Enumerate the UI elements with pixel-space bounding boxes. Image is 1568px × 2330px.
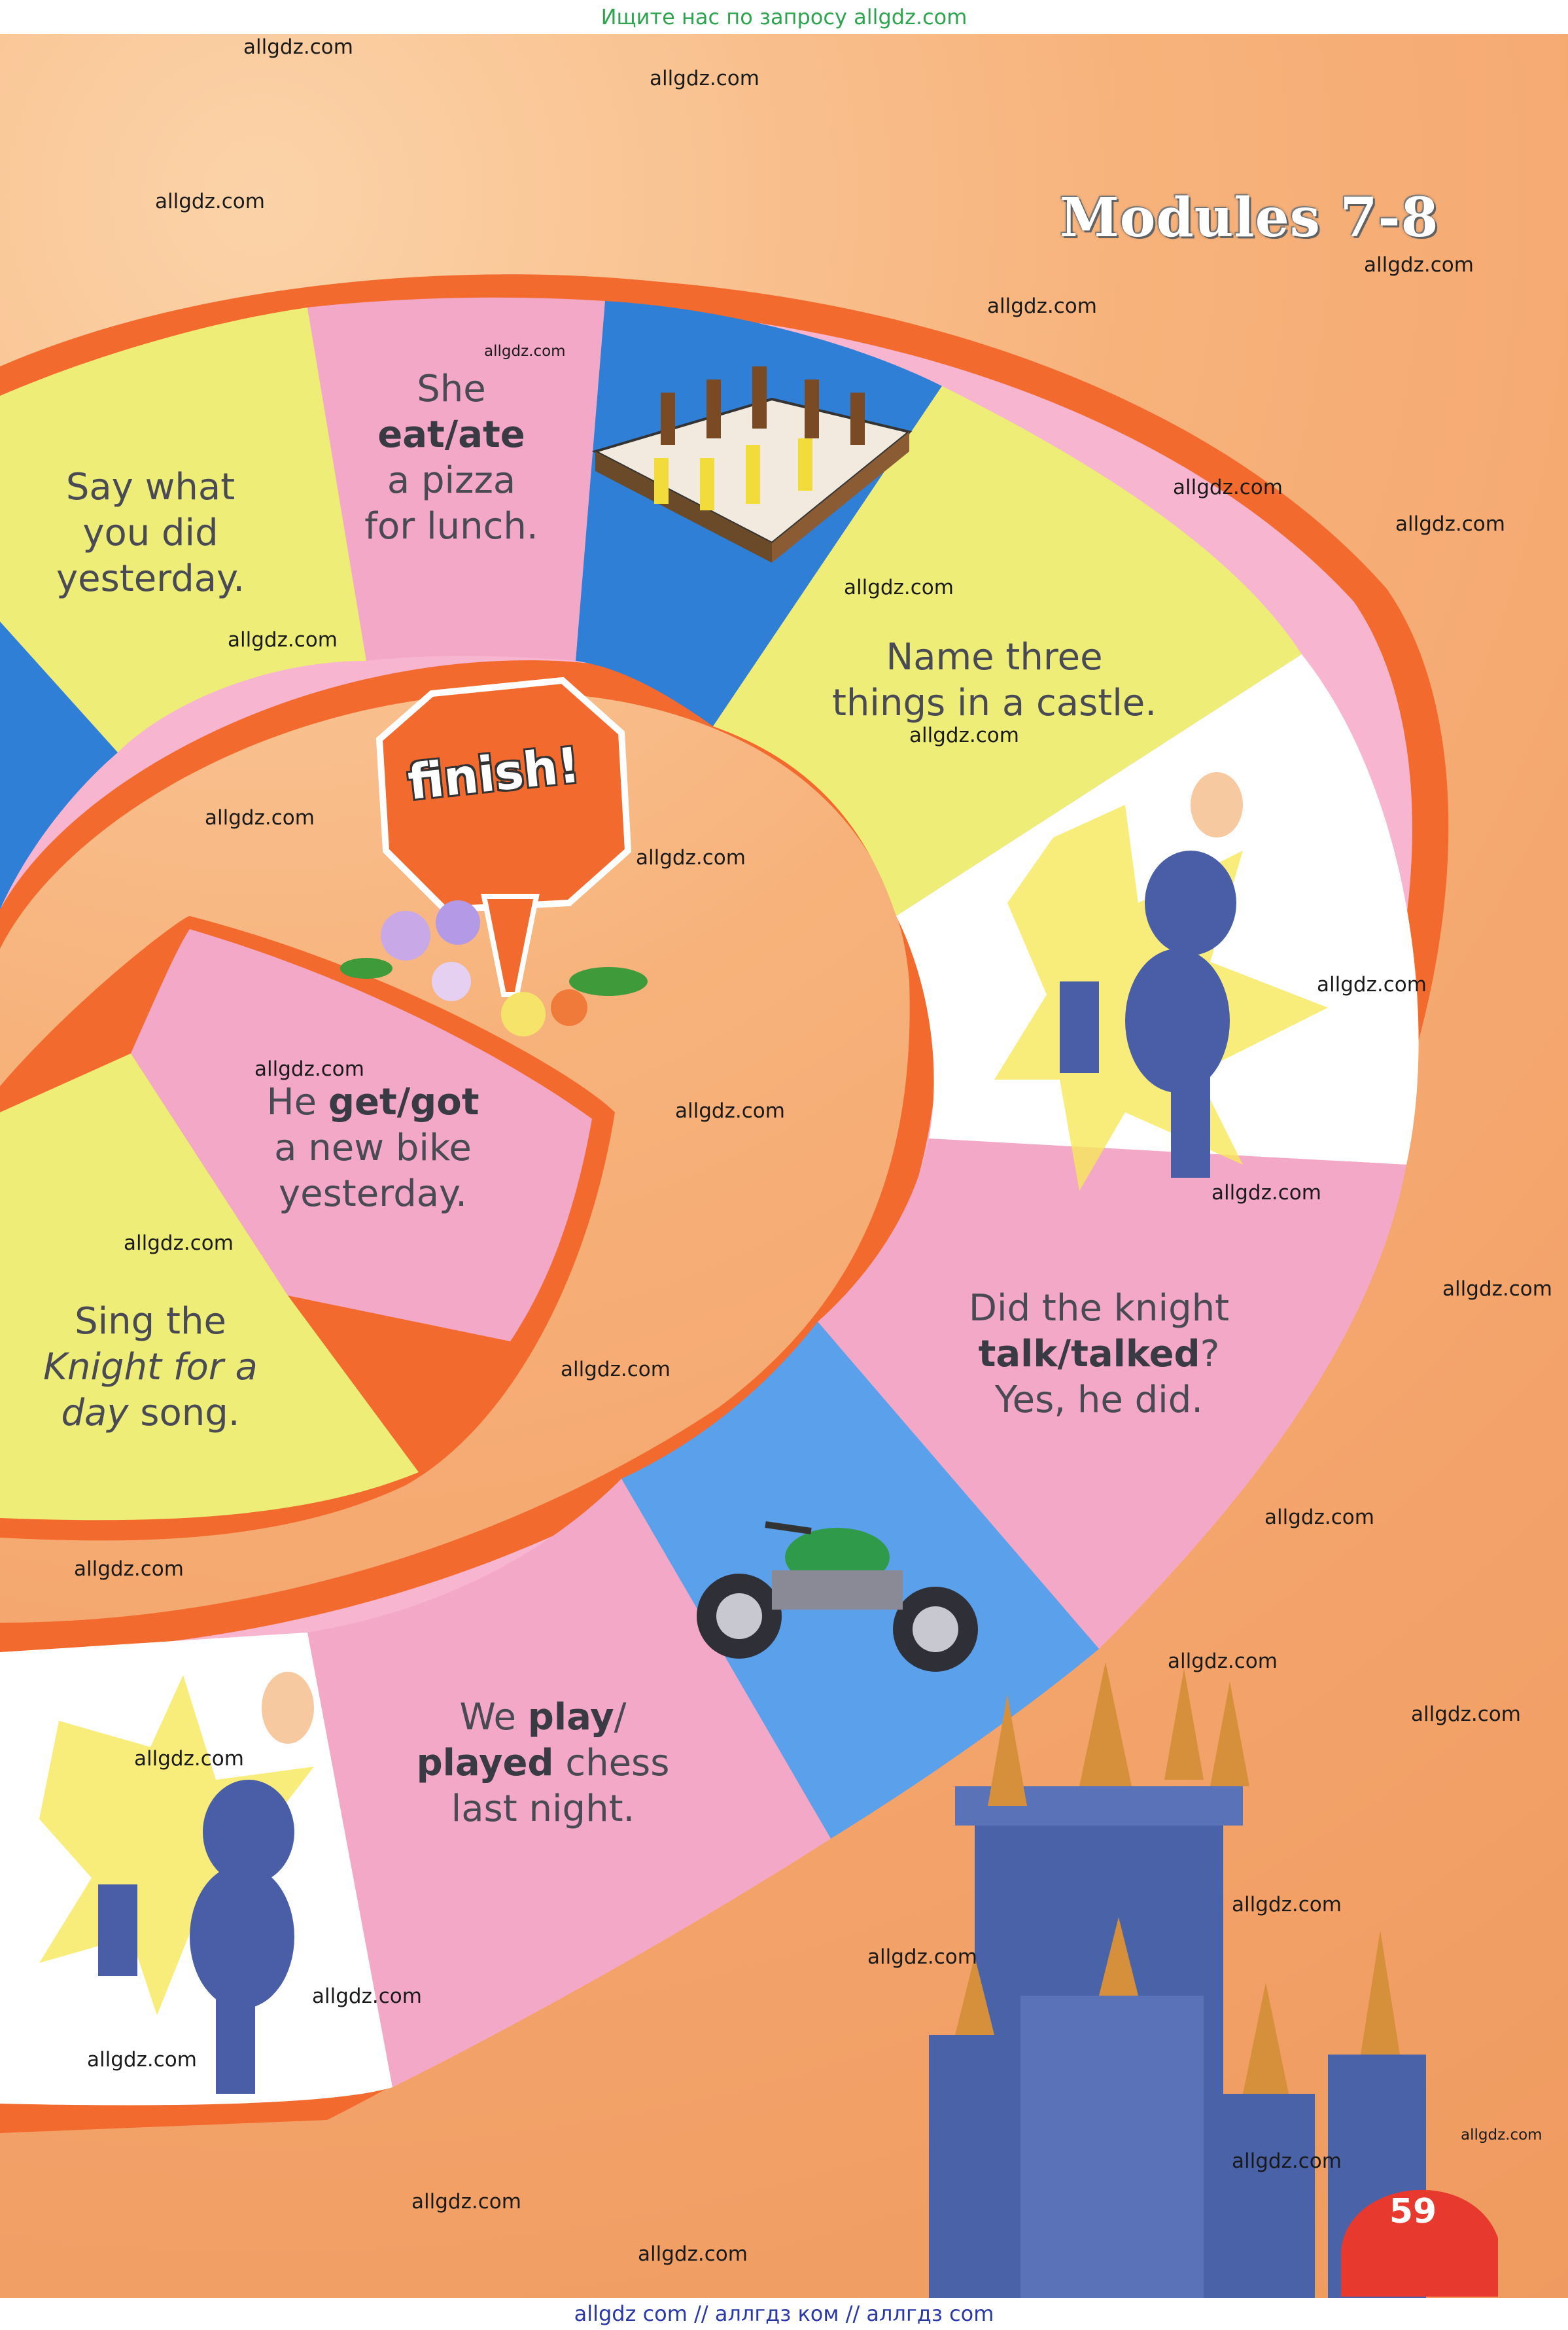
square-castle bbox=[713, 386, 1302, 916]
watermark: allgdz.com bbox=[74, 1557, 184, 1581]
text-line: yesterday. bbox=[56, 557, 245, 600]
watermark: allgdz.com bbox=[638, 2242, 748, 2266]
verb-choice: talk/talked bbox=[978, 1333, 1200, 1375]
watermark: allgdz.com bbox=[650, 67, 759, 90]
text-line: yesterday. bbox=[278, 1173, 468, 1215]
watermark: allgdz.com bbox=[228, 628, 338, 652]
square-she-ate bbox=[307, 297, 605, 662]
square-say-what bbox=[0, 308, 366, 752]
text-part: / bbox=[614, 1696, 627, 1739]
text-part: He bbox=[266, 1081, 328, 1123]
song-title: Knight for a bbox=[43, 1346, 258, 1388]
text-line: Sing the bbox=[75, 1300, 226, 1343]
watermark: allgdz.com bbox=[987, 294, 1097, 318]
watermark: allgdz.com bbox=[1211, 1181, 1321, 1205]
square-say-what-text: Say what you did yesterday. bbox=[39, 465, 262, 602]
watermark: allgdz.com bbox=[561, 1358, 671, 1381]
watermark: allgdz.com bbox=[636, 846, 746, 870]
watermark: allgdz.com bbox=[1168, 1650, 1278, 1673]
watermark: allgdz.com bbox=[1232, 1893, 1342, 1916]
text-line: last night. bbox=[451, 1788, 635, 1830]
square-castle-text: Name three things in a castle. bbox=[811, 635, 1177, 726]
watermark: allgdz.com bbox=[312, 1985, 422, 2008]
bottom-banner[interactable]: allgdz com // аллгдз ком // аллгдз com bbox=[0, 2298, 1568, 2330]
text-line: Did the knight bbox=[968, 1287, 1230, 1330]
square-she-ate-text: She eat/ate a pizza for lunch. bbox=[353, 366, 549, 550]
text-line: Yes, he did. bbox=[994, 1379, 1204, 1421]
text-line: things in a castle. bbox=[831, 682, 1157, 724]
square-sing-text: Sing the Knight for a day song. bbox=[33, 1299, 268, 1436]
text-line: for lunch. bbox=[364, 505, 538, 548]
text-line: you did bbox=[82, 512, 218, 554]
text-part: chess bbox=[553, 1742, 670, 1784]
watermark: allgdz.com bbox=[155, 190, 265, 213]
watermark: allgdz.com bbox=[844, 576, 954, 599]
watermark: allgdz.com bbox=[909, 724, 1019, 747]
motorbike-illustration bbox=[697, 1521, 978, 1672]
square-he-got-text: He get/got a new bike yesterday. bbox=[242, 1080, 504, 1217]
square-blue-left bbox=[0, 622, 118, 909]
text-line: She bbox=[417, 368, 486, 410]
song-title: day bbox=[61, 1392, 129, 1434]
watermark: allgdz.com bbox=[124, 1231, 234, 1255]
watermark: allgdz.com bbox=[1395, 512, 1505, 536]
castle-illustration bbox=[929, 1662, 1426, 2329]
top-banner[interactable]: Ищите нас по запросу allgdz.com bbox=[0, 0, 1568, 34]
verb-choice: play bbox=[527, 1696, 614, 1739]
watermark: allgdz.com bbox=[1264, 1506, 1374, 1529]
text-line: Name three bbox=[886, 636, 1103, 679]
watermark: allgdz.com bbox=[243, 35, 353, 59]
watermark: allgdz.com bbox=[411, 2190, 521, 2214]
watermark: allgdz.com bbox=[484, 343, 566, 360]
watermark: allgdz.com bbox=[1232, 2149, 1342, 2173]
knight-illustration-1 bbox=[994, 772, 1328, 1191]
page-number-badge bbox=[1341, 2189, 1498, 2297]
square-we-play-text: We play/ played chess last night. bbox=[406, 1695, 680, 1832]
watermark: allgdz.com bbox=[87, 2048, 197, 2072]
flowers-illustration bbox=[340, 900, 648, 1036]
square-he-got bbox=[131, 929, 592, 1341]
text-line: Say what bbox=[65, 466, 235, 508]
verb-choice: get/got bbox=[328, 1081, 479, 1123]
watermark: allgdz.com bbox=[134, 1747, 244, 1771]
knight-illustration-2 bbox=[39, 1672, 314, 2094]
square-knight-talk-text: Did the knight talk/talked? Yes, he did. bbox=[935, 1286, 1263, 1423]
watermark: allgdz.com bbox=[1173, 476, 1283, 499]
watermark: allgdz.com bbox=[205, 806, 315, 830]
watermark: allgdz.com bbox=[1364, 253, 1474, 277]
verb-choice: played bbox=[416, 1742, 554, 1784]
watermark: allgdz.com bbox=[867, 1945, 977, 1969]
chess-board-illustration bbox=[591, 366, 913, 563]
watermark: allgdz.com bbox=[254, 1057, 364, 1081]
page-number: 59 bbox=[1389, 2192, 1437, 2231]
watermark: allgdz.com bbox=[1411, 1703, 1521, 1726]
text-part: song. bbox=[128, 1392, 240, 1434]
text-line: a pizza bbox=[387, 459, 516, 502]
verb-choice: eat/ate bbox=[377, 414, 525, 456]
watermark: allgdz.com bbox=[675, 1099, 785, 1123]
square-sing bbox=[0, 1053, 419, 1521]
watermark: allgdz.com bbox=[1461, 2127, 1542, 2144]
watermark: allgdz.com bbox=[1317, 973, 1427, 997]
text-part: We bbox=[459, 1696, 528, 1739]
watermark: allgdz.com bbox=[1442, 1277, 1552, 1301]
text-line: a new bike bbox=[274, 1127, 472, 1169]
square-knight-talk bbox=[818, 1139, 1406, 1649]
text-part: ? bbox=[1200, 1333, 1220, 1375]
module-title: Modules 7-8 bbox=[1060, 186, 1439, 249]
